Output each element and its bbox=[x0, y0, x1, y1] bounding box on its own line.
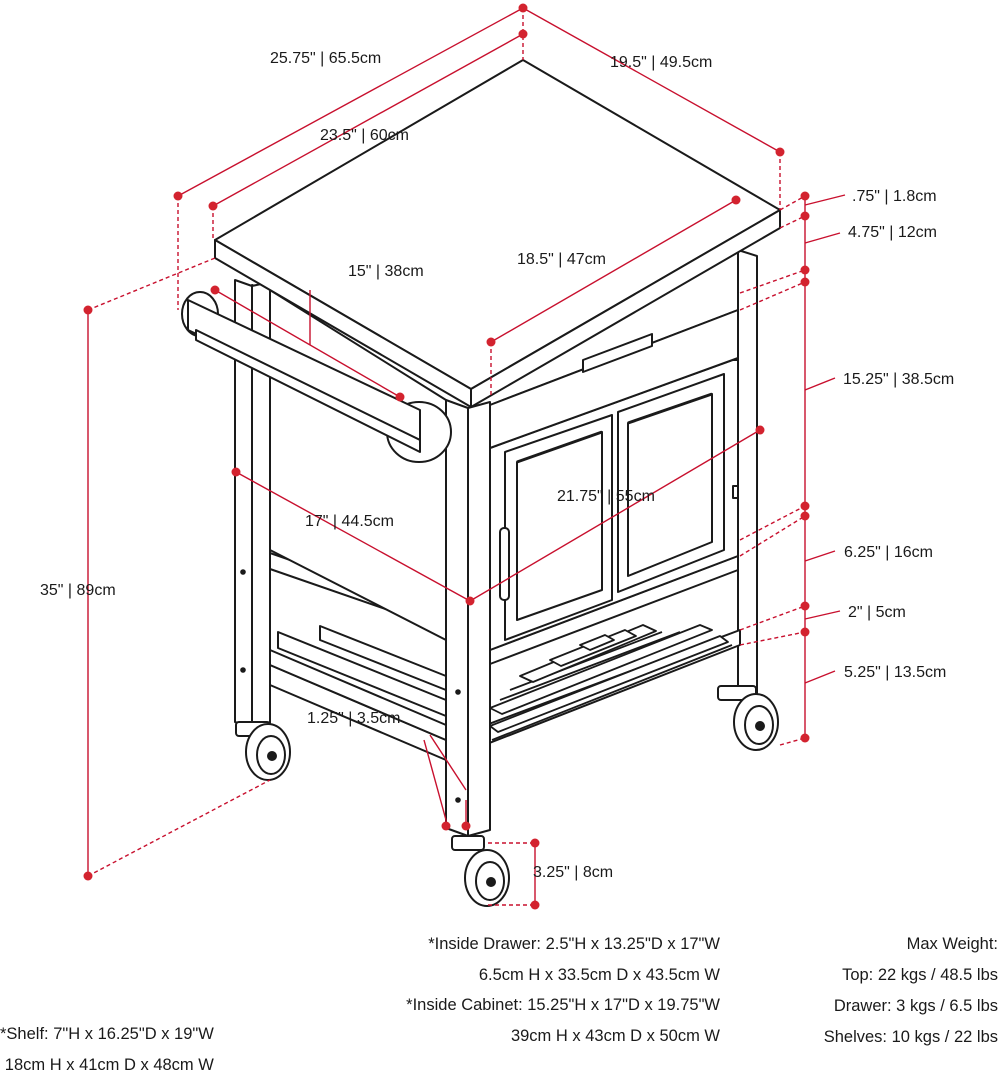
dimension-labels: 25.75" | 65.5cm 23.5" | 60cm 19.5" | 49.… bbox=[40, 50, 954, 881]
label-top-depth: 18.5" | 47cm bbox=[517, 251, 606, 268]
inside-drawer-imperial: *Inside Drawer: 2.5"H x 13.25"D x 17"W bbox=[428, 935, 720, 953]
label-side-depth: 17" | 44.5cm bbox=[305, 513, 394, 530]
inside-cabinet-note: *Inside Cabinet: 15.25"H x 17"D x 19.75"… bbox=[330, 990, 720, 1052]
max-weight-top: Top: 22 kgs / 48.5 lbs bbox=[842, 966, 998, 984]
label-bottom-clearance: 5.25" | 13.5cm bbox=[844, 664, 946, 681]
label-top-width: 23.5" | 60cm bbox=[320, 127, 409, 144]
label-shelf-thickness: 2" | 5cm bbox=[848, 604, 906, 621]
label-overall-depth: 19.5" | 49.5cm bbox=[610, 54, 712, 71]
cart-drawing bbox=[181, 59, 781, 907]
inside-drawer-note: *Inside Drawer: 2.5"H x 13.25"D x 17"W 6… bbox=[370, 929, 720, 991]
label-shelf-gap: 6.25" | 16cm bbox=[844, 544, 933, 561]
label-leg-width: 1.25" | 3.5cm bbox=[307, 710, 400, 727]
max-weight-shelves: Shelves: 10 kgs / 22 lbs bbox=[823, 1028, 998, 1046]
dimension-lines bbox=[87, 7, 846, 906]
label-towel-bar-depth: 15" | 38cm bbox=[348, 263, 424, 280]
caster-front-left bbox=[451, 835, 510, 907]
inside-cabinet-imperial: *Inside Cabinet: 15.25"H x 17"D x 19.75"… bbox=[406, 996, 720, 1014]
label-drawer-height: 4.75" | 12cm bbox=[848, 224, 937, 241]
label-caster-height: 3.25" | 8cm bbox=[533, 864, 613, 881]
max-weight-drawer: Drawer: 3 kgs / 6.5 lbs bbox=[833, 997, 998, 1015]
max-weight-note: Max Weight: Top: 22 kgs / 48.5 lbs Drawe… bbox=[824, 929, 998, 1053]
shelf-metric: 18cm H x 41cm D x 48cm W bbox=[4, 1056, 214, 1074]
kitchen-cart-diagram: 25.75" | 65.5cm 23.5" | 60cm 19.5" | 49.… bbox=[40, 3, 954, 910]
label-cabinet-height: 15.25" | 38.5cm bbox=[843, 371, 954, 388]
label-cabinet-width: 21.75" | 55cm bbox=[557, 488, 655, 505]
shelf-imperial: *Shelf: 7"H x 16.25"D x 19"W bbox=[0, 1025, 214, 1043]
label-overall-height: 35" | 89cm bbox=[40, 582, 116, 599]
label-top-thickness: .75" | 1.8cm bbox=[852, 188, 937, 205]
shelf-note: *Shelf: 7"H x 16.25"D x 19"W 18cm H x 41… bbox=[0, 1019, 214, 1081]
max-weight-title: Max Weight: bbox=[906, 935, 998, 953]
dimension-points bbox=[83, 3, 810, 910]
inside-drawer-metric: 6.5cm H x 33.5cm D x 43.5cm W bbox=[478, 966, 720, 984]
label-overall-width: 25.75" | 65.5cm bbox=[270, 50, 381, 67]
caster-back-right bbox=[717, 685, 779, 751]
inside-cabinet-metric: 39cm H x 43cm D x 50cm W bbox=[510, 1027, 720, 1045]
caster-back-left bbox=[235, 721, 291, 781]
